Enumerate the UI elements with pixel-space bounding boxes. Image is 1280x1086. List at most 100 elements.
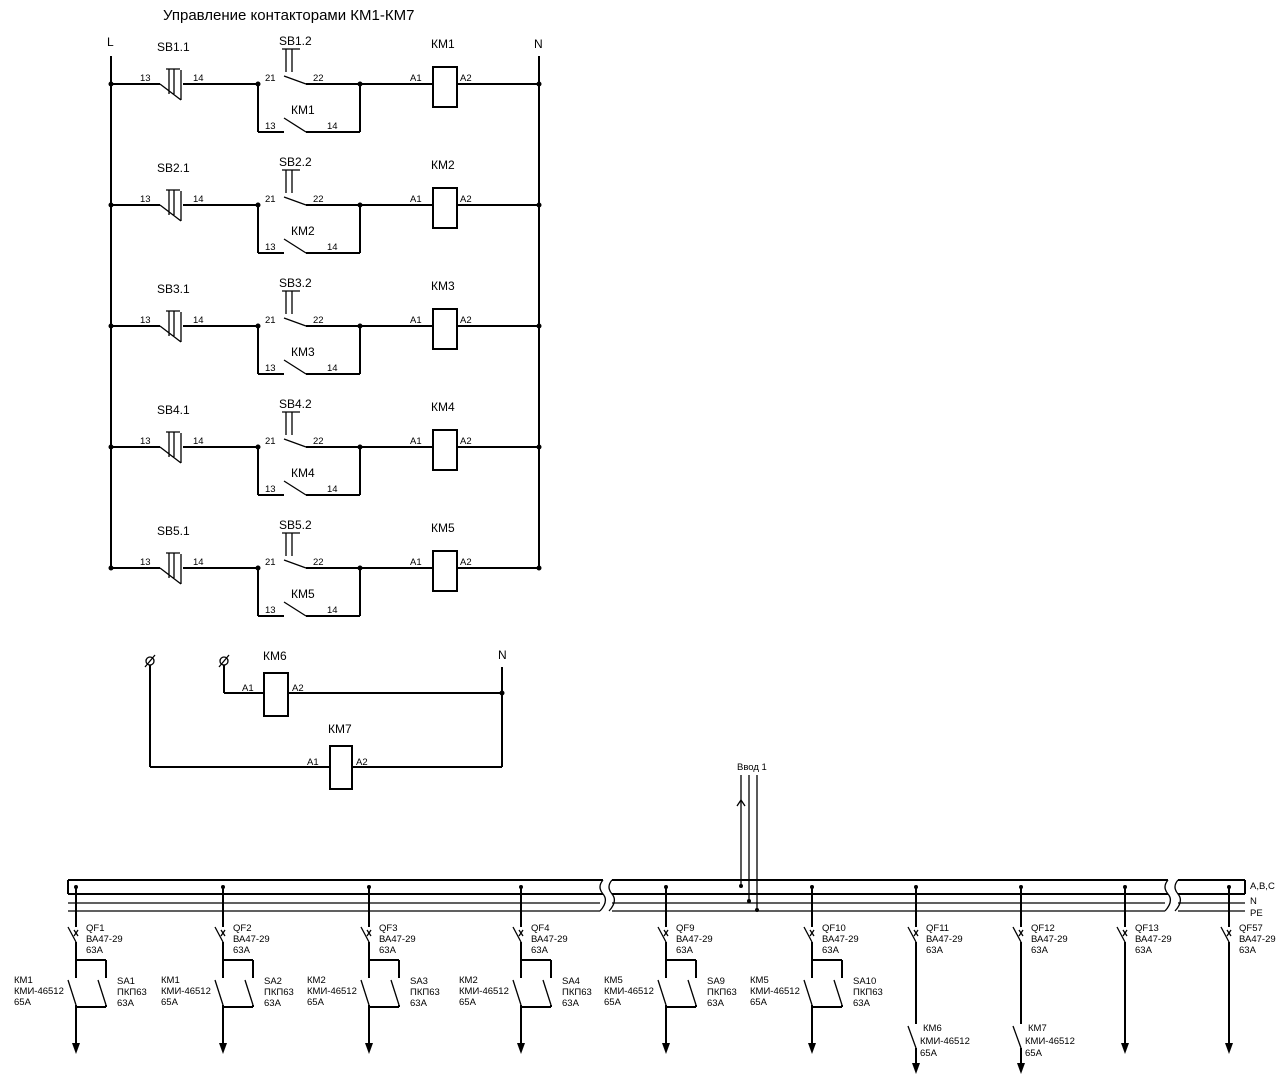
contactor-contact <box>907 1025 917 1049</box>
contactor-coil <box>432 550 458 592</box>
coil-label: КМ3 <box>431 279 455 293</box>
breaker-label: QF11 <box>926 923 949 934</box>
terminal-14: 14 <box>193 557 204 568</box>
contactor-rating: 65А <box>750 997 768 1008</box>
terminal-14: 14 <box>193 436 204 447</box>
terminal-13: 13 <box>265 121 276 132</box>
circuit-breaker <box>1220 926 1232 943</box>
contactor-label: КМ5 <box>604 975 623 986</box>
breaker-type: ВА47-29 <box>233 934 270 945</box>
contactor-coil <box>432 308 458 350</box>
contactor-label: КМ7 <box>1028 1023 1047 1034</box>
contactor-contact <box>657 979 667 1006</box>
coil-a2: A2 <box>460 315 472 326</box>
km6-km7-coils: N КМ6 A1 A2 КМ7 A1 A2 <box>144 648 507 790</box>
terminal-14: 14 <box>327 242 338 253</box>
switch-rating: 63А <box>707 998 725 1009</box>
switch-contact <box>97 979 107 1006</box>
aux-contact <box>283 238 307 254</box>
junction-dot <box>536 81 542 87</box>
bus-label-abc: A,B,C <box>1250 881 1275 892</box>
coil-a1: A1 <box>410 315 422 326</box>
terminal-21: 21 <box>265 315 276 326</box>
breaker-label: QF1 <box>86 923 104 934</box>
arrow-down-icon <box>72 1043 80 1054</box>
switch-contact <box>244 979 254 1006</box>
terminal-14: 14 <box>327 605 338 616</box>
breaker-type: ВА47-29 <box>676 934 713 945</box>
breaker-rating: 63А <box>233 945 251 956</box>
breaker-type: ВА47-29 <box>822 934 859 945</box>
coil-a2: A2 <box>460 557 472 568</box>
arrow-down-icon <box>1225 1043 1233 1054</box>
breaker-label: QF4 <box>531 923 549 934</box>
terminal-14: 14 <box>327 363 338 374</box>
stop-button-label: SB2.1 <box>157 161 190 175</box>
coil-label: КМ1 <box>431 37 455 51</box>
circuit-breaker <box>67 926 79 943</box>
terminal-13: 13 <box>265 242 276 253</box>
stop-button <box>159 68 182 101</box>
circuit-breaker <box>360 926 372 943</box>
stop-button-label: SB3.1 <box>157 282 190 296</box>
contactor-type: КМИ-46512 <box>307 986 357 997</box>
contactor-rating: 65А <box>459 997 477 1008</box>
circuit-breaker <box>803 926 815 943</box>
aux-contact <box>283 480 307 496</box>
switch-contact <box>390 979 400 1006</box>
contactor-rating: 65А <box>920 1048 938 1059</box>
coil-a1: A1 <box>410 436 422 447</box>
switch-type: ПКП63 <box>264 987 294 998</box>
breaker-type: ВА47-29 <box>1031 934 1068 945</box>
stop-button <box>159 431 182 464</box>
start-button <box>282 290 307 327</box>
terminal-13: 13 <box>265 484 276 495</box>
contactor-rating: 65А <box>161 997 179 1008</box>
coil-label: КМ2 <box>431 158 455 172</box>
junction-dot <box>536 202 542 208</box>
coil-a2: A2 <box>460 194 472 205</box>
junction-dot <box>536 323 542 329</box>
breaker-type: ВА47-29 <box>379 934 416 945</box>
stop-button <box>159 552 182 585</box>
arrow-down-icon <box>808 1043 816 1054</box>
switch-type: ПКП63 <box>853 987 883 998</box>
contactor-coil <box>432 187 458 229</box>
contactor-rating: 65А <box>1025 1048 1043 1059</box>
switch-type: ПКП63 <box>410 987 440 998</box>
breaker-rating: 63А <box>86 945 104 956</box>
stop-button-label: SB4.1 <box>157 403 190 417</box>
contactor-coil <box>432 429 458 471</box>
circuit-breaker <box>214 926 226 943</box>
switch-label: SA4 <box>562 976 580 987</box>
aux-contact-label: КМ2 <box>291 224 315 238</box>
km6-coil <box>263 672 289 717</box>
neutral-rail-label: N <box>534 37 543 51</box>
contactor-label: КМ1 <box>14 975 33 986</box>
start-button <box>282 411 307 448</box>
terminal-22: 22 <box>313 436 324 447</box>
start-button-label: SB4.2 <box>279 397 312 411</box>
contactor-label: КМ6 <box>923 1023 942 1034</box>
coil-label: КМ4 <box>431 400 455 414</box>
junction-dot <box>536 565 542 571</box>
junction-dot <box>108 323 114 329</box>
contactor-rating: 65А <box>307 997 325 1008</box>
contactor-type: КМИ-46512 <box>161 986 211 997</box>
circuit-breaker <box>657 926 669 943</box>
switch-label: SA9 <box>707 976 725 987</box>
contactor-type: КМИ-46512 <box>14 986 64 997</box>
breaker-type: ВА47-29 <box>86 934 123 945</box>
contactor-contact <box>512 979 522 1006</box>
contactor-type: КМИ-46512 <box>604 986 654 997</box>
stop-button <box>159 189 182 222</box>
coil-label: КМ5 <box>431 521 455 535</box>
terminal-13: 13 <box>140 436 151 447</box>
terminal-13: 13 <box>140 194 151 205</box>
